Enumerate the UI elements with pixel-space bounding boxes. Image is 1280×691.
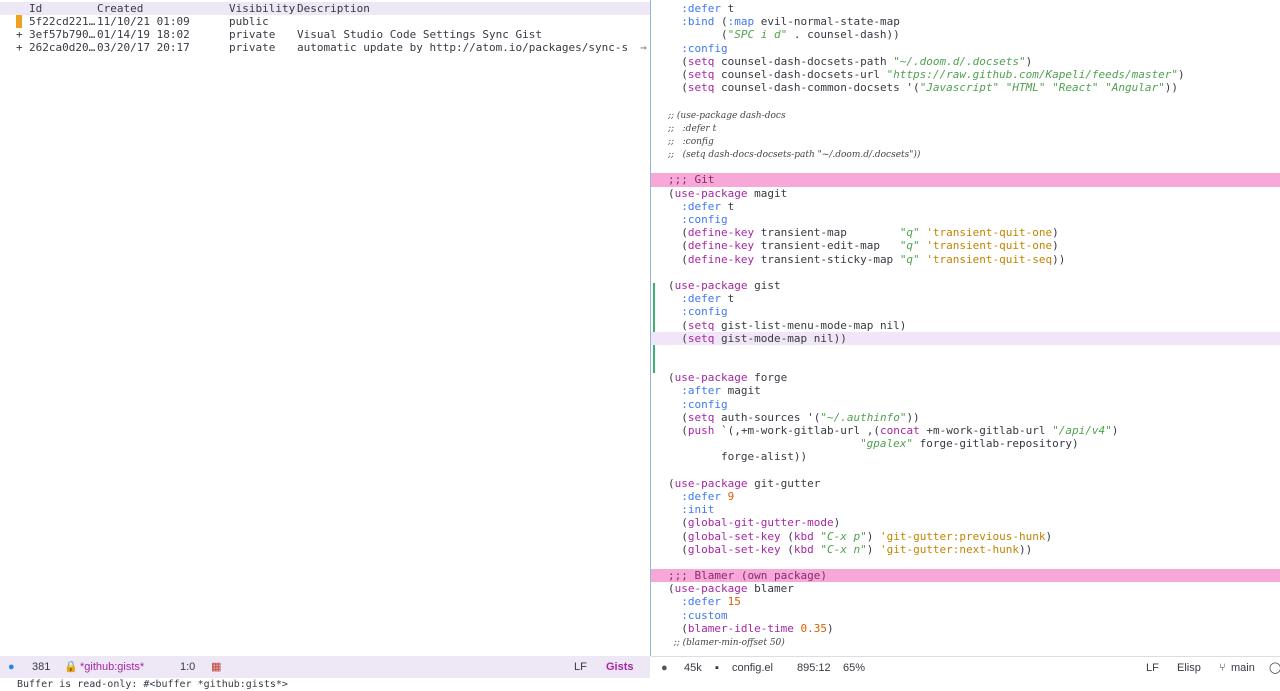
code-line[interactable]: (global-git-gutter-mode) — [668, 516, 841, 530]
code-line[interactable] — [668, 556, 1280, 569]
code-line[interactable]: :defer t — [681, 199, 735, 213]
cursor-position: 1:0 — [180, 661, 196, 673]
git-gutter-added-marker — [653, 283, 655, 373]
gist-row[interactable]: + 262ca0d20… 03/20/17 20:17 private auto… — [0, 41, 650, 54]
window-divider[interactable] — [650, 0, 651, 656]
code-line[interactable]: ;; (blamer-min-offset 50) — [668, 638, 785, 648]
code-line[interactable] — [668, 464, 1280, 477]
code-line[interactable]: (setq gist-mode-map nil)) — [651, 331, 1280, 345]
code-line[interactable]: (global-set-key (kbd "C-x n") 'git-gutte… — [668, 542, 1033, 556]
gist-visibility: private — [229, 28, 276, 41]
code-line[interactable]: :defer t — [681, 2, 735, 15]
gists-table-header: Id Created Visibility Description — [0, 2, 650, 15]
line-ending[interactable]: LF — [574, 661, 587, 673]
gist-id: 5f22cd221… — [29, 15, 96, 28]
code-line[interactable]: (setq auth-sources '("~/.authinfo")) — [668, 410, 920, 424]
code-line[interactable]: (setq counsel-dash-docsets-url "https://… — [668, 67, 1185, 81]
line-count: 381 — [32, 661, 51, 673]
gist-visibility: private — [229, 41, 276, 54]
column-header-visibility[interactable]: Visibility — [229, 2, 296, 15]
cursor-position: 895:12 — [797, 662, 831, 674]
code-line[interactable]: :after magit — [681, 384, 761, 398]
code-line[interactable] — [668, 160, 1280, 173]
code-line[interactable]: (setq counsel-dash-docsets-path "~/.doom… — [668, 54, 1033, 68]
save-icon[interactable]: ▪ — [715, 662, 719, 674]
gist-description: automatic update by http://atom.io/packa… — [297, 41, 627, 54]
code-line[interactable]: ;; :defer t — [668, 123, 717, 134]
gist-created: 11/10/21 01:09 — [97, 15, 190, 28]
code-line[interactable]: :config — [681, 213, 728, 226]
code-line[interactable]: (global-set-key (kbd "C-x p") 'git-gutte… — [668, 529, 1053, 543]
gist-row[interactable]: 5f22cd221… 11/10/21 01:09 public — [0, 15, 650, 28]
code-line[interactable]: (use-package forge — [668, 371, 788, 385]
code-line[interactable]: :defer t — [681, 292, 735, 306]
code-line[interactable]: (define-key transient-map "q" 'transient… — [668, 226, 1059, 240]
lock-icon: 🔒 — [64, 661, 78, 673]
code-line[interactable]: :config — [681, 41, 728, 55]
code-area[interactable]: :defer t :bind (:map evil-normal-state-m… — [651, 2, 1280, 648]
gists-list-pane[interactable]: Id Created Visibility Description 5f22cd… — [0, 0, 650, 656]
code-line[interactable] — [668, 345, 1280, 358]
code-line[interactable]: (push `(,+m-work-gitlab-url ,(concat +m-… — [668, 424, 1119, 437]
line-ending[interactable]: LF — [1146, 662, 1159, 674]
code-line[interactable]: :defer 15 — [681, 595, 741, 609]
code-line[interactable]: :config — [681, 397, 728, 411]
major-mode[interactable]: Elisp — [1177, 662, 1201, 674]
code-line[interactable]: ("SPC i d" . counsel-dash)) — [668, 28, 900, 42]
code-line[interactable]: (setq gist-list-menu-mode-map nil) — [668, 318, 907, 332]
code-line[interactable]: (define-key transient-edit-map "q" 'tran… — [668, 239, 1059, 253]
column-header-description[interactable]: Description — [297, 2, 370, 15]
code-line[interactable] — [668, 94, 1280, 107]
code-line[interactable] — [668, 266, 1280, 279]
truncation-arrow-icon: → — [640, 41, 647, 54]
buffer-name[interactable]: config.el — [732, 662, 773, 674]
file-size: 45k — [684, 662, 702, 674]
column-header-id[interactable]: Id — [29, 2, 43, 15]
code-line[interactable]: :init — [681, 503, 715, 517]
gist-id: 262ca0d20… — [29, 41, 96, 54]
code-line[interactable]: (setq counsel-dash-common-docsets '("Jav… — [668, 81, 1179, 95]
code-line[interactable] — [668, 358, 1280, 371]
code-line[interactable]: :config — [681, 305, 728, 319]
code-line[interactable]: (blamer-idle-time 0.35) — [668, 621, 834, 635]
code-line[interactable]: "gpalex" forge-gitlab-repository) — [860, 437, 1079, 451]
code-line[interactable]: (use-package blamer — [668, 582, 794, 596]
code-line[interactable]: :custom — [681, 608, 728, 622]
gist-id: 3ef57b790… — [29, 28, 96, 41]
code-line[interactable]: (use-package magit — [668, 186, 788, 200]
major-mode[interactable]: Gists — [606, 661, 634, 673]
expand-marker[interactable]: + — [16, 28, 23, 41]
gist-row[interactable]: + 3ef57b790… 01/14/19 18:02 private Visu… — [0, 28, 650, 41]
status-dot-icon: ● — [661, 662, 668, 674]
code-line[interactable]: (define-key transient-sticky-map "q" 'tr… — [668, 252, 1066, 266]
gist-visibility: public — [229, 15, 269, 28]
code-line[interactable]: ;; (setq dash-docs-docsets-path "~/.doom… — [668, 150, 921, 161]
gist-created: 03/20/17 20:17 — [97, 41, 190, 54]
status-dot-icon: ● — [8, 661, 15, 673]
code-line[interactable]: ;;; Blamer (own package) — [651, 569, 1280, 583]
code-line[interactable]: ;;; Git — [651, 173, 1280, 187]
code-line[interactable]: ;; (use-package dash-docs — [668, 110, 786, 121]
buffer-percent: 65% — [843, 662, 866, 674]
echo-message: Buffer is read-only: #<buffer *github:gi… — [17, 679, 288, 690]
code-line[interactable]: (use-package gist — [668, 278, 781, 292]
code-line[interactable]: forge-alist)) — [668, 450, 808, 464]
gist-created: 01/14/19 18:02 — [97, 28, 190, 41]
code-line[interactable]: :defer 9 — [681, 489, 735, 503]
editor-pane[interactable]: :defer t :bind (:map evil-normal-state-m… — [651, 0, 1280, 656]
buffer-name[interactable]: *github:gists* — [80, 661, 145, 673]
git-branch-icon: ⑂ — [1219, 662, 1226, 674]
expand-marker[interactable]: + — [16, 41, 23, 54]
gist-description: Visual Studio Code Settings Sync Gist — [297, 28, 543, 41]
cursor-marker — [16, 15, 22, 28]
sync-icon: ◯ — [1269, 662, 1280, 674]
mode-icon: ▦ — [211, 661, 222, 673]
code-line[interactable]: :bind (:map evil-normal-state-map — [681, 15, 900, 29]
column-header-created[interactable]: Created — [97, 2, 144, 15]
git-branch[interactable]: main — [1231, 662, 1255, 674]
code-line[interactable]: ;; :config — [668, 136, 714, 147]
echo-area: Buffer is read-only: #<buffer *github:gi… — [0, 678, 1280, 690]
code-line[interactable]: (use-package git-gutter — [668, 476, 821, 490]
